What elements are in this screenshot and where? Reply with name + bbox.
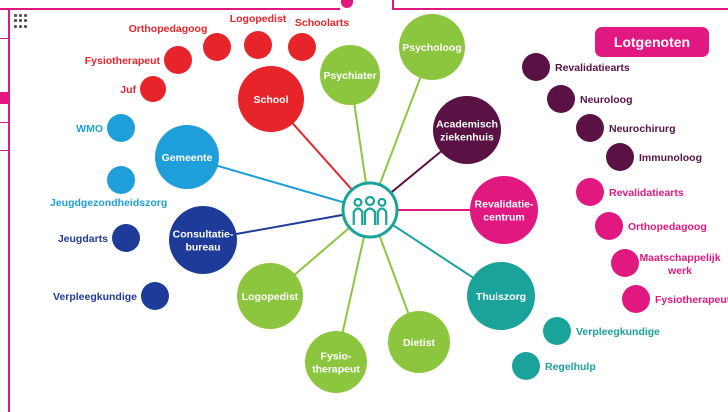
satellite-dot: [543, 317, 571, 345]
hub-psychiater: Psychiater: [320, 45, 380, 105]
hub-psycholoog: Psycholoog: [399, 14, 465, 80]
hub-label-logopedist: Logopedist: [242, 291, 299, 303]
satellite-dot: [203, 33, 231, 61]
satellite-neuroloog: Neuroloog: [547, 85, 633, 113]
satellite-dot: [522, 53, 550, 81]
hub-label-psychiater: Psychiater: [323, 70, 376, 82]
satellite-label: Schoolarts: [295, 17, 349, 29]
satellite-dot: [606, 143, 634, 171]
hub-dietist: Dietist: [388, 311, 450, 373]
hub-label-thuiszorg: Thuiszorg: [476, 291, 526, 303]
family-icon: [341, 181, 399, 239]
satellite-dot: [141, 282, 169, 310]
satellite-label: Orthopedagoog: [628, 221, 707, 233]
satellite-neurochirurg: Neurochirurg: [576, 114, 676, 142]
satellite-dot: [622, 285, 650, 313]
satellite-verpleegkundige-cb: Verpleegkundige: [53, 282, 169, 310]
hub-label-consultatiebureau: Consultatie-bureau: [173, 229, 234, 254]
top-indicator: [341, 0, 353, 8]
satellite-dot: [611, 249, 639, 277]
satellite-dot: [112, 224, 140, 252]
hub-logopedist: Logopedist: [237, 263, 303, 329]
satellite-fysiotherapeut: Fysiotherapeut: [85, 46, 192, 74]
hub-circle-psychiater: [320, 45, 380, 105]
hub-school: School: [238, 66, 304, 132]
hub-circle-school: [238, 66, 304, 132]
satellite-dot: [107, 114, 135, 142]
lotgenoten-button[interactable]: Lotgenoten: [595, 27, 709, 57]
satellite-dot: [595, 212, 623, 240]
satellite-orthopedagoog: Orthopedagoog: [129, 23, 231, 61]
hub-fysiotherapeut: Fysio-therapeut: [305, 331, 367, 393]
apps-grid-icon[interactable]: [14, 14, 28, 28]
satellite-orthopedagoog-rc: Orthopedagoog: [595, 212, 707, 240]
satellite-dot: [576, 178, 604, 206]
satellite-verpleegkundige-tz: Verpleegkundige: [543, 317, 660, 345]
hub-revalidatiecentrum: Revalidatie-centrum: [470, 176, 538, 244]
satellite-label: Jeugdarts: [58, 233, 108, 245]
satellite-label: Regelhulp: [545, 361, 596, 373]
hub-consultatiebureau: Consultatie-bureau: [169, 206, 237, 274]
hub-circle-dietist: [388, 311, 450, 373]
satellite-label: Orthopedagoog: [129, 23, 208, 35]
hub-label-school: School: [253, 94, 288, 106]
hub-label-revalidatiecentrum: Revalidatie-centrum: [475, 199, 534, 224]
satellite-label: Neurochirurg: [609, 123, 676, 135]
satellite-label: Revalidatiearts: [555, 62, 630, 74]
hub-label-dietist: Dietist: [403, 337, 436, 349]
satellite-dot: [140, 76, 166, 102]
satellite-regelhulp: Regelhulp: [512, 352, 596, 380]
satellite-schoolarts: Schoolarts: [288, 17, 349, 61]
satellite-dot: [244, 31, 272, 59]
satellite-logopedist: Logopedist: [230, 13, 287, 59]
satellite-dot: [547, 85, 575, 113]
satellite-label: Fysiotherapeut: [85, 55, 161, 67]
top-frame-left: [0, 0, 340, 10]
satellite-label: Jeugdgezondheidszorg: [50, 197, 167, 209]
satellite-dot: [288, 33, 316, 61]
hub-circle-thuiszorg: [467, 262, 535, 330]
top-frame-right: [392, 0, 728, 10]
left-sidebar-strip: [0, 10, 10, 412]
satellite-immunoloog: Immunoloog: [606, 143, 702, 171]
hub-circle-academisch: [433, 96, 501, 164]
hub-circle-fysiotherapeut: [305, 331, 367, 393]
hub-circle-gemeente: [155, 125, 219, 189]
satellite-label: Neuroloog: [580, 94, 633, 106]
hub-label-psycholoog: Psycholoog: [402, 42, 462, 54]
hub-label-fysiotherapeut: Fysio-therapeut: [312, 351, 360, 376]
satellite-revalidatiearts-rc: Revalidatiearts: [576, 178, 684, 206]
satellite-label: Fysiotherapeut: [655, 294, 728, 306]
satellite-jeugdarts: Jeugdarts: [58, 224, 140, 252]
satellite-jeugdgezondheidszorg: Jeugdgezondheidszorg: [50, 166, 167, 209]
satellite-label: Verpleegkundige: [53, 291, 137, 303]
satellite-fysiotherapeut-rc: Fysiotherapeut: [622, 285, 728, 313]
satellite-dot: [576, 114, 604, 142]
satellite-label: Verpleegkundige: [576, 326, 660, 338]
satellite-dot: [164, 46, 192, 74]
hub-circle-revalidatiecentrum: [470, 176, 538, 244]
hub-gemeente: Gemeente: [155, 125, 219, 189]
satellite-dot: [107, 166, 135, 194]
hub-label-gemeente: Gemeente: [162, 152, 213, 164]
satellite-wmo: WMO: [76, 114, 135, 142]
satellite-label: Juf: [120, 84, 136, 96]
satellite-label: Revalidatiearts: [609, 187, 684, 199]
satellite-revalidatiearts-az: Revalidatiearts: [522, 53, 630, 81]
satellite-juf: Juf: [120, 76, 166, 102]
satellite-dot: [512, 352, 540, 380]
satellite-label: WMO: [76, 123, 103, 135]
satellite-label: Immunoloog: [639, 152, 702, 164]
satellite-label: Logopedist: [230, 13, 287, 25]
hub-circle-psycholoog: [399, 14, 465, 80]
hub-circle-logopedist: [237, 263, 303, 329]
hub-thuiszorg: Thuiszorg: [467, 262, 535, 330]
hub-circle-consultatiebureau: [169, 206, 237, 274]
